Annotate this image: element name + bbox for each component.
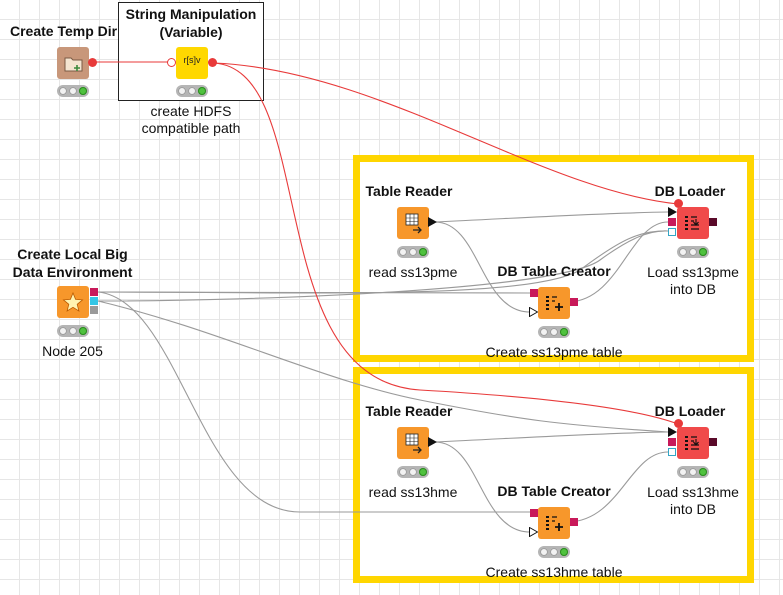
wire-top-reader-to-creator: [434, 221, 531, 313]
bottom-db-loader-flowvar-in-port[interactable]: [674, 419, 683, 428]
wire-bottom-creator-to-loader: [568, 451, 669, 523]
db-table-plus-icon: [546, 296, 563, 311]
top-db-loader-data-in-port[interactable]: [668, 207, 677, 217]
create-temp-dir-title: Create Temp Dir: [10, 23, 118, 39]
table-arrow-icon: [405, 433, 422, 454]
string-manipulation-title-line2: (Variable): [159, 24, 223, 40]
string-manipulation-flowvar-in-port[interactable]: [167, 58, 176, 67]
top-db-table-creator-desc: Create ss13pme table: [485, 344, 623, 360]
wire-hdfs-top-loader: [97, 230, 669, 302]
bottom-db-table-creator-node[interactable]: [538, 507, 570, 539]
bottom-db-loader-title: DB Loader: [654, 403, 726, 419]
top-db-table-creator-node[interactable]: [538, 287, 570, 319]
wire-flowvar-string-to-top-loader: [213, 62, 679, 205]
top-db-loader-desc-line2: into DB: [670, 281, 716, 297]
string-manipulation-desc-line2: compatible path: [141, 120, 241, 136]
create-temp-dir-status: [57, 85, 89, 97]
string-manipulation-flowvar-out-port[interactable]: [208, 58, 217, 67]
create-local-big-data-node[interactable]: [57, 286, 89, 318]
string-manipulation-desc-line1: create HDFS: [150, 103, 232, 119]
folder-plus-icon: [64, 57, 83, 72]
star-icon: [62, 291, 84, 312]
wire-top-reader-to-loader: [434, 211, 669, 223]
bottom-table-reader-out-port[interactable]: [428, 437, 437, 447]
top-db-table-creator-db-in-port[interactable]: [530, 289, 538, 297]
bottom-db-loader-status: [677, 466, 709, 478]
table-arrow-icon: [405, 213, 422, 234]
top-db-loader-db-in-port[interactable]: [668, 218, 676, 226]
bottom-db-table-creator-data-in-port[interactable]: [529, 527, 538, 537]
bottom-db-loader-db-out-port[interactable]: [709, 438, 717, 446]
db-table-plus-icon: [546, 516, 563, 531]
top-db-loader-title: DB Loader: [654, 183, 726, 199]
top-db-table-creator-status: [538, 326, 570, 338]
top-table-reader-title: Table Reader: [365, 183, 453, 199]
string-manipulation-icon: r[s]v: [183, 55, 201, 65]
bottom-table-reader-node[interactable]: [397, 427, 429, 459]
create-local-big-data-title-line2: Data Environment: [12, 264, 133, 280]
top-table-reader-desc: read ss13pme: [368, 264, 458, 280]
top-table-reader-status: [397, 246, 429, 258]
top-db-table-creator-data-in-port[interactable]: [529, 307, 538, 317]
create-temp-dir-node[interactable]: [57, 47, 89, 79]
top-table-reader-node[interactable]: [397, 207, 429, 239]
bottom-db-table-creator-status: [538, 546, 570, 558]
create-local-big-data-hdfs-port[interactable]: [90, 297, 98, 305]
top-db-table-creator-title: DB Table Creator: [497, 263, 611, 279]
bottom-db-loader-data-in-port[interactable]: [668, 427, 677, 437]
db-loader-icon: [685, 216, 699, 230]
top-db-loader-hdfs-in-port[interactable]: [668, 228, 676, 236]
top-db-table-creator-db-out-port[interactable]: [570, 298, 578, 306]
wire-db-session-bottom-creator: [97, 291, 530, 513]
bottom-table-reader-status: [397, 466, 429, 478]
wire-bottom-reader-to-loader: [434, 431, 669, 443]
bottom-table-reader-title: Table Reader: [365, 403, 453, 419]
bottom-db-table-creator-title: DB Table Creator: [497, 483, 611, 499]
bottom-db-loader-hdfs-in-port[interactable]: [668, 448, 676, 456]
wire-hdfs-bottom-loader: [97, 300, 669, 433]
top-table-reader-out-port[interactable]: [428, 217, 437, 227]
top-db-loader-desc-line1: Load ss13pme: [647, 264, 739, 280]
string-manipulation-status: [176, 85, 208, 97]
wire-bottom-reader-to-creator: [434, 441, 531, 533]
bottom-db-table-creator-db-in-port[interactable]: [530, 509, 538, 517]
db-loader-icon: [685, 436, 699, 450]
bottom-db-loader-db-in-port[interactable]: [668, 438, 676, 446]
create-local-big-data-db-session-port[interactable]: [90, 288, 98, 296]
string-manipulation-title-line1: String Manipulation: [125, 6, 257, 22]
create-local-big-data-status: [57, 325, 89, 337]
top-db-loader-db-out-port[interactable]: [709, 218, 717, 226]
create-local-big-data-title-line1: Create Local Big: [17, 246, 128, 262]
wire-db-session-top-loader: [97, 230, 669, 294]
top-db-loader-flowvar-in-port[interactable]: [674, 199, 683, 208]
bottom-db-loader-desc-line1: Load ss13hme: [647, 484, 739, 500]
bottom-db-table-creator-desc: Create ss13hme table: [485, 564, 623, 580]
create-local-big-data-spark-port[interactable]: [90, 306, 98, 314]
bottom-table-reader-desc: read ss13hme: [368, 484, 458, 500]
create-temp-dir-flowvar-out-port[interactable]: [88, 58, 97, 67]
wire-flowvar-string-to-bottom-loader: [213, 62, 679, 425]
bottom-db-table-creator-db-out-port[interactable]: [570, 518, 578, 526]
top-db-loader-status: [677, 246, 709, 258]
bottom-db-loader-node[interactable]: [677, 427, 709, 459]
wire-top-creator-to-loader: [568, 221, 669, 303]
top-db-loader-node[interactable]: [677, 207, 709, 239]
string-manipulation-node[interactable]: r[s]v: [176, 47, 208, 79]
create-local-big-data-desc: Node 205: [42, 343, 103, 359]
bottom-db-loader-desc-line2: into DB: [670, 501, 716, 517]
